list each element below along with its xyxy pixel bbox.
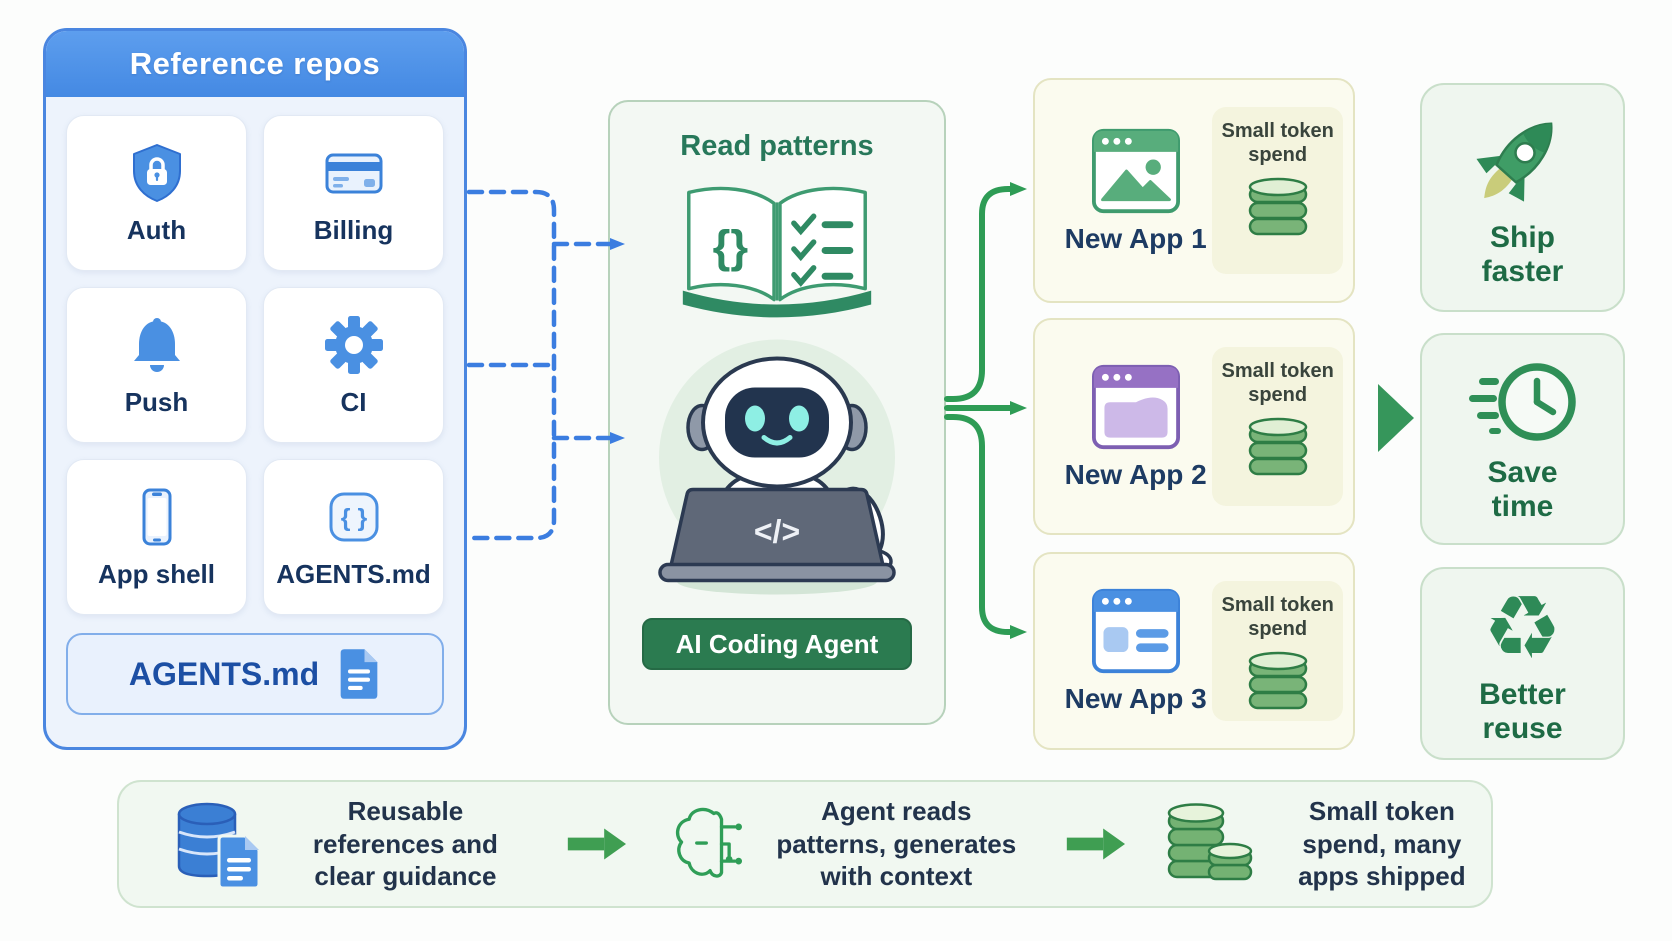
benefit-label: Ship faster <box>1481 220 1564 288</box>
benefit-label: Save time <box>1487 456 1558 523</box>
reference-repos-panel: Reference repos Auth Billing <box>43 28 467 750</box>
tile-label: CI <box>340 386 367 417</box>
robot-illustration: </> <box>658 339 896 595</box>
braces-glyph: { } <box>340 504 367 532</box>
new-app-card-3: New App 3 Small token spend <box>1033 552 1355 750</box>
legend-text-agent: Agent reads patterns, generates with con… <box>776 796 1017 892</box>
tile-label: Billing <box>313 214 394 245</box>
app-window-group: New App 2 <box>1059 363 1212 491</box>
reference-tile-grid: Auth Billing Push <box>46 97 464 615</box>
tile-auth: Auth <box>66 115 247 271</box>
document-icon <box>340 649 378 699</box>
benefit-ship-faster: Ship faster <box>1420 83 1625 312</box>
brain-circuit-icon <box>675 807 742 878</box>
book-braces-glyph: {} <box>713 221 749 272</box>
agent-to-apps-connectors <box>944 182 1027 639</box>
app-label: New App 2 <box>1064 458 1207 490</box>
token-note: Small token spend <box>1221 594 1334 640</box>
arrow-right-icon <box>567 828 626 860</box>
tile-label: AGENTS.md <box>276 558 431 589</box>
tile-label: App shell <box>97 558 215 589</box>
agents-md-label: AGENTS.md <box>128 655 320 692</box>
token-spend-card: Small token spend <box>1212 581 1343 721</box>
laptop-code-glyph: </> <box>754 514 800 550</box>
app-label: New App 3 <box>1064 683 1207 714</box>
coins-icon <box>1167 803 1252 881</box>
token-spend-card: Small token spend <box>1212 347 1343 506</box>
read-patterns-title: Read patterns <box>680 130 874 162</box>
dashed-reference-connectors <box>466 189 625 541</box>
legend-bar: Reusable references and clear guidance A… <box>117 780 1493 908</box>
credit-card-icon <box>325 153 382 193</box>
legend-text-references: Reusable references and clear guidance <box>312 796 498 892</box>
token-note: Small token spend <box>1221 120 1334 166</box>
smartphone-icon <box>142 488 171 545</box>
coins-icon <box>1248 651 1307 710</box>
gear-icon <box>324 315 383 374</box>
open-book-icon: {} <box>682 186 872 318</box>
reference-repos-header: Reference repos <box>46 31 464 97</box>
agents-md-bar: AGENTS.md <box>66 633 444 715</box>
coins-icon <box>1248 417 1307 476</box>
tile-agents-md: { } AGENTS.md <box>263 459 444 615</box>
app-window-image-icon <box>1091 128 1180 213</box>
tile-push: Push <box>66 287 247 443</box>
app-window-layout-icon <box>1091 588 1180 674</box>
app-window-folder-icon <box>1091 364 1180 449</box>
rocket-icon <box>1475 122 1552 202</box>
tile-label: Auth <box>126 214 187 245</box>
recycle-icon: ♻ <box>1483 577 1562 677</box>
agent-panel: Read patterns {} </> AI <box>608 100 946 725</box>
tile-label: Push <box>124 386 189 417</box>
tile-app-shell: App shell <box>66 459 247 615</box>
benefit-save-time: Save time <box>1420 333 1625 545</box>
benefit-label: Better reuse <box>1479 677 1566 745</box>
app-label: New App 1 <box>1064 222 1207 254</box>
benefits-arrow-triangle <box>1378 384 1414 452</box>
app-window-group: New App 1 <box>1059 127 1212 255</box>
tile-billing: Billing <box>263 115 444 271</box>
token-note: Small token spend <box>1221 360 1334 406</box>
tile-ci: CI <box>263 287 444 443</box>
arrow-right-icon <box>1066 828 1125 860</box>
coins-icon <box>1248 177 1307 236</box>
book-checklist <box>791 213 817 287</box>
token-spend-card: Small token spend <box>1212 107 1343 274</box>
legend-text-token: Small token spend, many apps shipped <box>1298 796 1466 892</box>
braces-icon: { } <box>329 492 378 541</box>
app-window-group: New App 3 <box>1059 587 1212 715</box>
database-doc-icon <box>177 802 261 890</box>
shield-lock-icon <box>132 143 181 202</box>
benefit-better-reuse: ♻ Better reuse <box>1420 567 1625 760</box>
clock-icon <box>1468 363 1576 442</box>
new-app-card-2: New App 2 Small token spend <box>1033 318 1355 535</box>
ai-coding-agent-badge: AI Coding Agent <box>642 618 912 670</box>
panel-title: Reference repos <box>129 46 381 81</box>
new-app-card-1: New App 1 Small token spend <box>1033 78 1355 303</box>
bell-icon <box>133 317 180 372</box>
